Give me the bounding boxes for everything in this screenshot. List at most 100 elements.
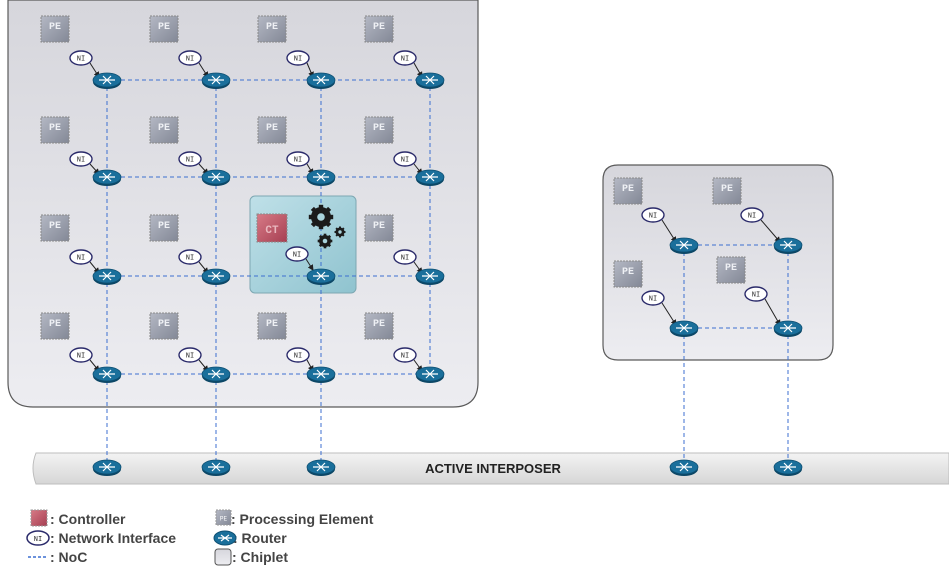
ni-label: NI [186,255,194,263]
ni-label: NI [649,213,657,221]
pe-box [40,214,70,242]
ni-label: NI [293,252,301,260]
network-interface: NI [393,151,417,167]
controller-region [249,195,357,294]
gear-hole [338,230,342,234]
processing-element: PE [364,15,394,43]
active-interposer [32,452,949,485]
router-arrows [422,271,438,281]
ni-arrow [661,219,677,243]
router-arrows [780,462,796,472]
processing-element: PE [257,312,287,340]
pe-label: PE [266,319,278,330]
processing-element: PE [40,15,70,43]
router-arrows [208,172,224,182]
processing-element: PE [40,312,70,340]
router-arrows [780,240,796,250]
router [92,72,122,89]
pe-label: PE [49,123,61,134]
router-arrows [676,323,692,333]
pe-label: PE [49,319,61,330]
router-arrows [208,369,224,379]
network-interface: NI [641,207,665,223]
ni-oval [69,50,93,66]
ni-oval [286,347,310,363]
ni-label: NI [401,353,409,361]
ni-oval [286,151,310,167]
router-arrows [422,369,438,379]
ni-oval [740,207,764,223]
network-interface: NI [393,249,417,265]
router [92,268,122,285]
controller-label: CT [265,225,279,237]
network-interface: NI [285,246,309,262]
network-interface: NI [744,286,768,302]
router-arrows [780,323,796,333]
network-interface: NI [393,50,417,66]
network-interface: NI [69,249,93,265]
processing-element: PE [613,260,643,288]
router-arrows [313,75,329,85]
processing-element: PE [364,116,394,144]
network-interface: NI [69,151,93,167]
ni-arrow [760,219,781,243]
ni-oval [178,249,202,265]
legend-router-label: : Router [233,530,287,546]
ni-label: NI [294,353,302,361]
ni-label: NI [186,157,194,165]
network-interface: NI [641,290,665,306]
gear-hole [317,213,325,221]
legend-network-interface-label: : Network Interface [50,530,177,546]
pe-box [364,15,394,43]
router-arrows [313,271,329,281]
controller-box [256,213,288,243]
pe-label: PE [622,267,634,278]
ni-oval [393,347,417,363]
pe-label: PE [49,221,61,232]
router-arrows [99,462,115,472]
processing-element: PE [149,15,179,43]
gear-medium-icon [317,233,333,249]
network-interface: NI [69,50,93,66]
pe-box [613,177,643,205]
router [773,237,803,254]
noc-links-layer [106,79,789,467]
pe-label: PE [373,319,385,330]
router [669,237,699,254]
processing-element: PE [712,177,742,205]
pe-box [40,15,70,43]
legend-chiplet-label: : Chiplet [232,549,288,565]
ni-oval [178,347,202,363]
ni-oval [69,249,93,265]
gear-large-icon [308,204,334,230]
pe-label: PE [373,22,385,33]
router-arrows [422,172,438,182]
pe-box [364,116,394,144]
processing-element: PE [716,256,746,284]
ni-label: NI [77,353,85,361]
router-arrows [676,462,692,472]
router-arrows [99,369,115,379]
network-interface: NI [178,151,202,167]
pe-box [149,214,179,242]
pe-label: PE [158,123,170,134]
ni-arrow [764,298,781,326]
pe-label: PE [158,22,170,33]
ni-oval [641,207,665,223]
router [773,459,803,476]
ni-oval [641,290,665,306]
ni-oval [393,151,417,167]
processing-element: PE [40,214,70,242]
router [201,459,231,476]
router [306,366,336,383]
router [773,320,803,337]
ni-oval [286,50,310,66]
network-interface: NI [178,50,202,66]
pe-label: PE [266,22,278,33]
ni-label: NI [649,296,657,304]
gear-small-icon [334,226,346,238]
pe-box [40,312,70,340]
network-interface: NI [178,249,202,265]
ni-label: NI [186,56,194,64]
